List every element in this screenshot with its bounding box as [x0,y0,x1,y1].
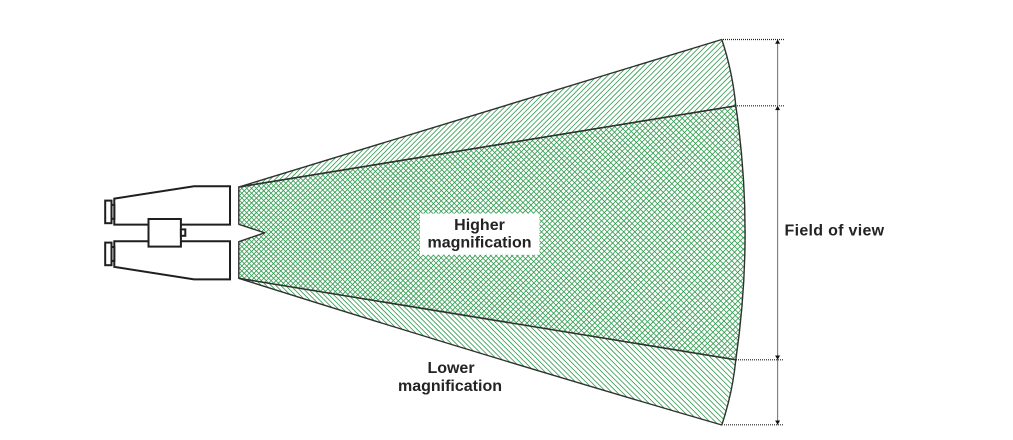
svg-text:magnification: magnification [398,378,502,395]
svg-text:Higher: Higher [454,217,505,234]
svg-text:magnification: magnification [427,234,531,251]
svg-text:Field of view: Field of view [785,222,885,239]
svg-text:Lower: Lower [427,360,474,377]
